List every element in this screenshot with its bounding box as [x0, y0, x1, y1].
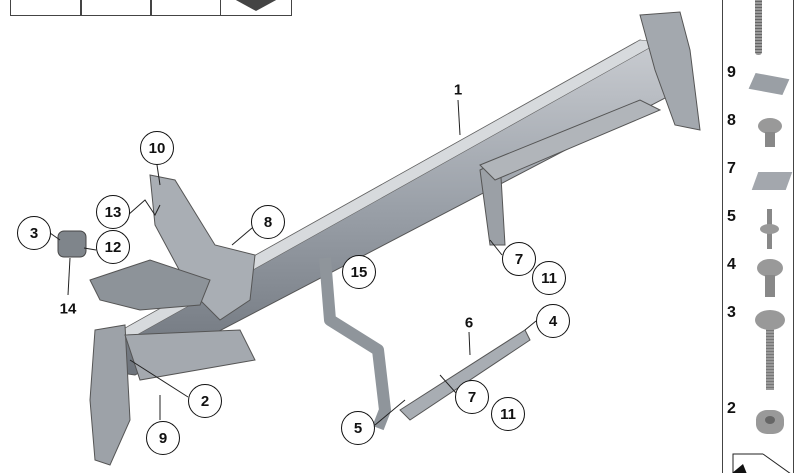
part-7[interactable]: 7	[722, 158, 794, 207]
bracket-15	[319, 257, 391, 431]
callout-12[interactable]: 12	[96, 230, 130, 264]
flange-nut-icon	[756, 410, 784, 434]
callout-14[interactable]: 14	[59, 300, 77, 318]
part-2[interactable]: 2	[722, 398, 794, 447]
bolt-head-icon	[758, 118, 782, 134]
callout-2[interactable]: 2	[188, 384, 222, 418]
nut-clip-icon	[751, 172, 793, 190]
long-bolt-icon	[755, 310, 785, 330]
navigation-arrow-box[interactable]	[722, 446, 794, 473]
callout-1[interactable]: 1	[453, 81, 463, 99]
callout-10[interactable]: 10	[140, 131, 174, 165]
part-3[interactable]: 3	[722, 302, 794, 399]
lower-plate	[124, 329, 256, 381]
part-stud[interactable]	[722, 0, 794, 63]
callout-4[interactable]: 4	[536, 304, 570, 338]
part-thumb[interactable]	[220, 0, 292, 16]
knee-bracket	[89, 259, 211, 311]
part-thumb[interactable]	[10, 0, 82, 16]
right-end-bracket	[639, 11, 701, 131]
left-end-bracket	[89, 324, 131, 466]
callout-7[interactable]: 7	[455, 380, 489, 414]
part-8[interactable]: 8	[722, 110, 794, 159]
callout-8[interactable]: 8	[251, 205, 285, 239]
arrow-icon	[732, 453, 791, 473]
callout-15[interactable]: 15	[342, 255, 376, 289]
callout-7[interactable]: 7	[502, 242, 536, 276]
part-9[interactable]: 9	[722, 62, 794, 111]
callout-9[interactable]: 9	[146, 421, 180, 455]
callout-3[interactable]: 3	[17, 216, 51, 250]
part-thumb[interactable]	[80, 0, 152, 16]
part-thumb[interactable]	[150, 0, 222, 16]
part-5[interactable]: 5	[722, 206, 794, 255]
steering-mount	[149, 174, 256, 321]
clip-icon	[748, 72, 790, 96]
callout-6[interactable]: 6	[464, 314, 474, 332]
bolt-icon	[757, 259, 783, 277]
upper-brace	[479, 99, 662, 181]
stud-icon	[755, 0, 762, 55]
callout-11[interactable]: 11	[491, 397, 525, 431]
isolator-3	[57, 230, 87, 258]
callout-13[interactable]: 13	[96, 195, 130, 229]
leader-lines	[49, 99, 537, 426]
bracket-6	[399, 329, 531, 421]
callout-5[interactable]: 5	[341, 411, 375, 445]
callout-11[interactable]: 11	[532, 261, 566, 295]
part-4[interactable]: 4	[722, 254, 794, 303]
